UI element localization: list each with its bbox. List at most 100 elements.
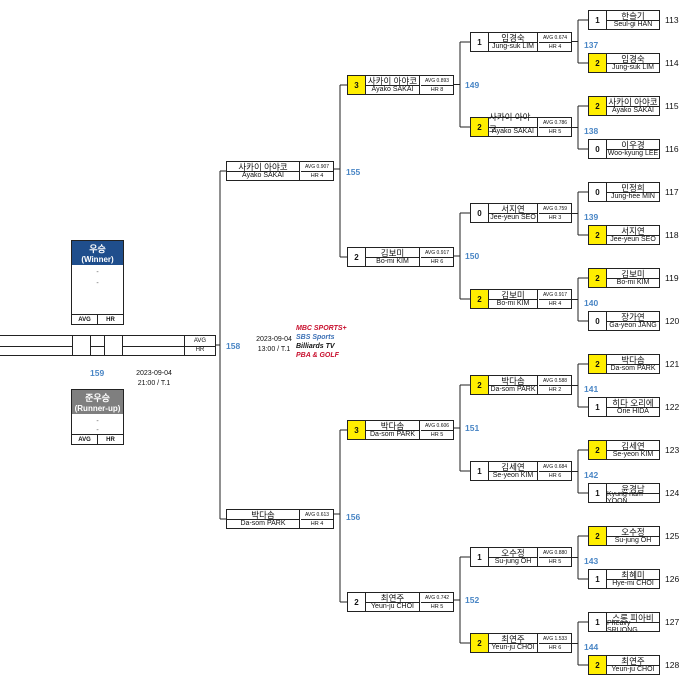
r16-player-6-hr: HR 6 [548,472,562,479]
r16-player-8-name-kr: 최연주 [489,634,538,644]
r16-player-6-avg: AVG 0.684 [539,462,571,472]
winner-stats: AVG HR [72,314,123,324]
r16-player-2-name-en: Ayako SAKAI [489,127,538,136]
r16-player-8-name-en: Yeun-ju CHOI [489,643,538,652]
r32-player-113-seed: 1 [589,11,607,29]
r32-player-127-seed: 1 [589,613,607,631]
final-seed-left [72,335,91,356]
r32-player-113-name-kr: 한슬기 [607,11,659,21]
qf-player-4-seed: 2 [348,593,366,611]
r32-player-124-name-en: Kyung-nam YOON [607,490,643,505]
runnerup-header: 준우승 (Runner-up) [72,390,123,414]
entry-number-125: 125 [665,531,680,541]
match-number-137: 137 [584,39,599,50]
qf-player-3-avg: AVG 0.606 [421,421,453,431]
entry-number-121: 121 [665,359,680,369]
r32-player-118-name-kr: 서지연 [607,226,659,236]
winner-title: 우승 [89,244,106,254]
r32-player-128-name-kr: 최연주 [607,656,659,666]
sf-player-1-name-en: Ayako SAKAI [227,171,300,180]
r32-player-119-name-kr: 김보미 [607,269,659,279]
r32-player-115-name-en: Ayako SAKAI [612,107,654,114]
entry-number-127: 127 [665,617,680,627]
logo-pba-golf: PBA & GOLF [296,352,339,359]
final-date-159: 2023-09-04 [136,370,172,377]
r32-player-128-name-en: Yeun-ju CHOI [611,666,655,673]
r32-player-115-seed: 2 [589,97,607,115]
r32-player-117-name-en: Jung-hee MIN [611,193,655,200]
match-number-138: 138 [584,125,599,136]
r16-player-5-name-en: Da-som PARK [489,385,538,394]
qf-player-2-seed: 2 [348,248,366,266]
logo-mbc-sports: MBC SPORTS+ [296,325,347,332]
qf-player-1-seed: 3 [348,76,366,94]
r16-player-4-seed: 2 [471,290,489,308]
r32-player-123-seed: 2 [589,441,607,459]
r16-player-6-name-en: Se-yeon KIM [489,471,538,480]
r32-player-114-name-kr: 임경숙 [607,54,659,64]
r16-player-1-name-en: Jung-suk LIM [489,42,538,51]
sf-player-1-avg: AVG 0.907 [301,162,333,172]
r32-player-117-name-kr: 민정희 [607,183,659,193]
qf-player-4-name-kr: 최연주 [366,593,420,603]
winner-header: 우승 (Winner) [72,241,123,265]
match-number-159: 159 [90,368,105,378]
r16-player-6-seed: 1 [471,462,489,480]
r32-player-127-name-en: Pheavy SRUONG [607,619,638,634]
r32-player-126-name-en: Hye-mi CHOI [612,580,654,587]
r16-player-1-hr: HR 4 [548,43,562,50]
r32-player-113-name-en: Seul-gi HAN [613,21,653,28]
match-number-143: 143 [584,555,599,566]
r16-player-2-seed: 2 [471,118,489,136]
qf-player-4-avg: AVG 0.742 [421,593,453,603]
r32-player-125-name-en: Su-jung OH [614,537,652,544]
r32-player-118-name-en: Jee-yeun SEO [610,236,656,243]
final-time-158: 13:00 / T.1 [257,346,291,353]
r32-player-128-seed: 2 [589,656,607,674]
r32-player-116-seed: 0 [589,140,607,158]
entry-number-126: 126 [665,574,680,584]
sf-player-2-name-en: Da-som PARK [227,519,300,528]
entry-number-123: 123 [665,445,680,455]
r16-player-3-avg: AVG 0.759 [539,204,571,214]
final-seed-right [104,335,123,356]
r16-player-7-avg: AVG 0.880 [539,548,571,558]
match-number-158: 158 [226,341,241,351]
r32-player-118-seed: 2 [589,226,607,244]
r16-player-4-hr: HR 4 [548,300,562,307]
entry-number-117: 117 [665,187,679,197]
qf-player-3-seed: 3 [348,421,366,439]
final-player-en: - [0,346,185,356]
r16-player-5-avg: AVG 0.588 [539,376,571,386]
runnerup-subtitle: (Runner-up) [74,404,121,413]
match-number-149: 149 [465,79,480,90]
r16-player-2-hr: HR 5 [548,128,562,135]
r32-player-120-seed: 0 [589,312,607,330]
sf-player-2-name-kr: 박다솜 [227,510,300,520]
entry-number-120: 120 [665,316,680,326]
r32-player-126-name-kr: 최혜미 [607,570,659,580]
r32-player-114-seed: 2 [589,54,607,72]
r16-player-8-avg: AVG 1.533 [539,634,571,644]
r16-player-7-seed: 1 [471,548,489,566]
match-number-139: 139 [584,211,599,222]
r16-player-7-hr: HR 5 [548,558,562,565]
qf-player-2-name-kr: 김보미 [366,248,420,258]
r32-player-122-seed: 1 [589,398,607,416]
sf-player-2-avg: AVG 0.613 [301,510,333,520]
